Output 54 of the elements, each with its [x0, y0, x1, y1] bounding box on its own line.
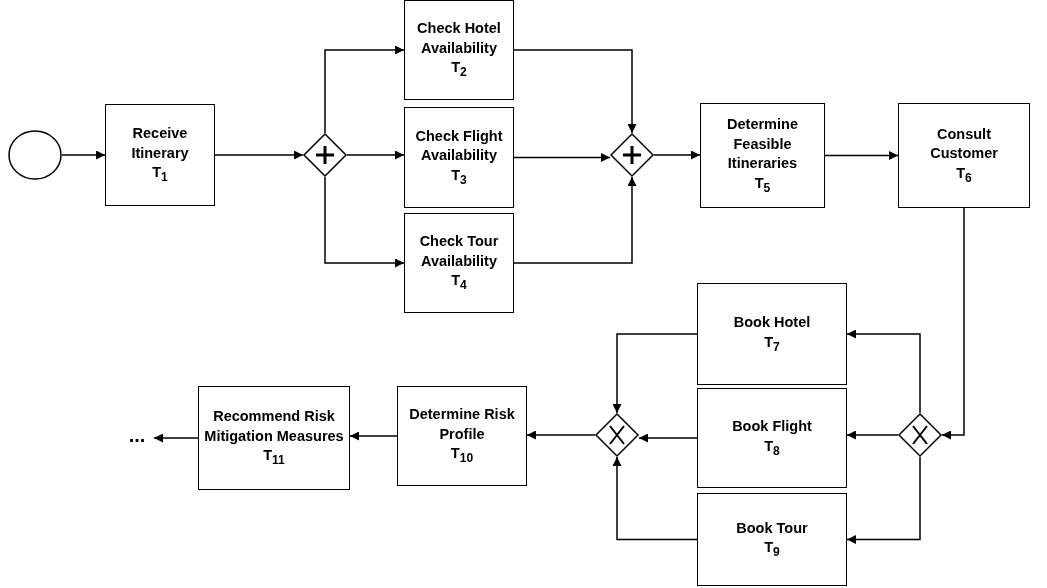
- arrow: [324, 176, 405, 268]
- task-id: T$_{10}$: [450, 444, 474, 467]
- arrow: [846, 456, 921, 544]
- task-label: Determine Risk Profile: [408, 405, 516, 444]
- task-id: T$_{4}$: [451, 271, 467, 294]
- arrow: [214, 150, 304, 160]
- task-label: Determine Feasible Itineraries: [726, 115, 799, 174]
- task-label: Check Hotel Availability: [416, 19, 502, 58]
- arrow: [153, 433, 199, 443]
- arrow: [653, 150, 701, 160]
- task-label: Book Hotel: [733, 313, 811, 333]
- arrow: [61, 150, 106, 160]
- task-label: Consult Customer: [929, 124, 999, 164]
- task-box: [700, 103, 825, 208]
- arrow: [846, 329, 921, 414]
- arrow: [612, 333, 698, 414]
- task-id: T$_{7}$: [764, 332, 780, 355]
- task-id: T$_{5}$: [754, 173, 771, 196]
- task-box: [697, 493, 847, 586]
- arrow: [513, 153, 611, 162]
- task-id: T$_{6}$: [956, 163, 972, 187]
- task-box: [198, 386, 350, 490]
- arrow: [824, 151, 899, 160]
- task-box: [404, 107, 514, 208]
- arrow: [526, 430, 596, 440]
- arrow: [638, 433, 698, 443]
- task-label: Book Flight: [732, 417, 812, 437]
- task-box: [397, 386, 527, 486]
- task-label: Recommend Risk Mitigation Measures: [203, 407, 345, 446]
- task-box: [697, 388, 847, 488]
- task-box: [404, 213, 514, 313]
- continuation-text: ...: [128, 422, 146, 448]
- task-box: [105, 104, 215, 206]
- task-id: T$_{3}$: [451, 165, 467, 189]
- arrow: [941, 207, 965, 440]
- arrow: [612, 456, 698, 541]
- task-label: Check Tour Availability: [418, 232, 500, 271]
- task-box: [697, 283, 847, 385]
- task-label: Receive Itinerary: [130, 124, 190, 163]
- task-id: T$_{2}$: [451, 58, 467, 81]
- task-id: T$_{9}$: [764, 538, 780, 561]
- task-box: [404, 0, 514, 100]
- task-id: T$_{11}$: [263, 446, 285, 469]
- task-id: T$_{8}$: [764, 436, 780, 459]
- arrow: [513, 176, 637, 264]
- arrow: [346, 150, 405, 160]
- task-label: Check Flight Availability: [414, 126, 504, 166]
- arrow: [513, 49, 637, 134]
- task-id: T$_{1}$: [152, 163, 168, 186]
- task-label: Book Tour: [736, 518, 808, 538]
- task-box: [898, 103, 1030, 208]
- arrow: [846, 430, 899, 440]
- arrow: [324, 45, 405, 134]
- arrow: [349, 431, 398, 441]
